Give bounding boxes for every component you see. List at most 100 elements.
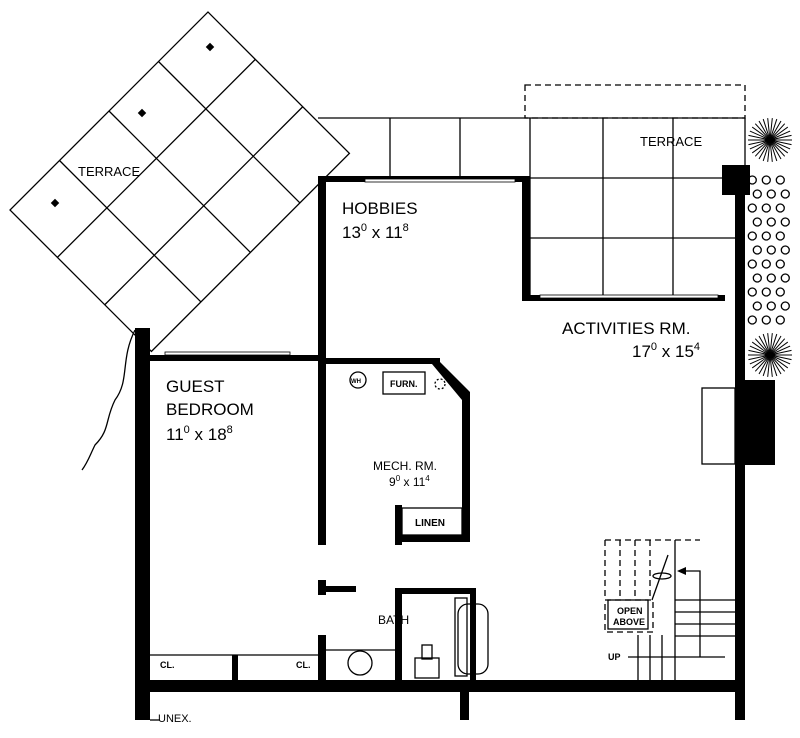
shrub-stroke	[748, 134, 771, 141]
hedge-leaf	[775, 259, 785, 269]
hedge-leaf	[761, 259, 771, 269]
shrub-stroke	[758, 335, 771, 356]
shrub-stroke	[762, 333, 771, 356]
shrubs	[747, 118, 792, 377]
hedge-leaf	[761, 203, 771, 213]
shrub-stroke	[769, 335, 782, 356]
terrace-right-label: TERRACE	[640, 134, 702, 149]
terrace-grid-line	[59, 160, 202, 303]
hedge-leaf	[766, 273, 776, 283]
terrace-grid-line	[108, 110, 251, 253]
hedge-leaf	[747, 287, 757, 297]
hedge-leaf	[780, 245, 790, 255]
linen-closet	[401, 507, 463, 536]
bathtub	[454, 597, 468, 677]
hedge-leaf	[775, 287, 785, 297]
shrub-stroke	[769, 354, 791, 365]
windows	[164, 178, 719, 356]
walls	[135, 165, 775, 720]
shrub-stroke	[769, 333, 778, 356]
shrub-stroke	[749, 354, 771, 365]
shrub-stroke	[758, 139, 771, 160]
water-heater	[349, 371, 367, 389]
shrub-stroke	[758, 120, 771, 141]
shrub-stroke	[751, 341, 771, 356]
hedge-leaf	[761, 287, 771, 297]
linen-label: LINEN	[415, 518, 445, 529]
terrace-grid-line	[158, 61, 301, 204]
fireplace-hearth	[701, 387, 736, 465]
shrub-stroke	[769, 338, 786, 356]
shrub-stroke	[767, 354, 771, 377]
hedge-leaf	[761, 231, 771, 241]
hedge-leaf	[747, 231, 757, 241]
hedge-leaf	[766, 301, 776, 311]
hedge-leaf	[775, 203, 785, 213]
hedge-leaf	[775, 175, 785, 185]
mech-label: MECH. RM.	[373, 459, 437, 473]
up-label: UP	[608, 652, 621, 662]
shrub-stroke	[769, 139, 782, 160]
shrub-stroke	[754, 123, 771, 141]
guest-label-2: BEDROOM	[166, 400, 254, 419]
shrub-stroke	[769, 118, 778, 141]
activities-dimensions: 170 x 154	[632, 341, 700, 361]
drain-icon	[434, 378, 446, 390]
hedge-leaf	[766, 245, 776, 255]
shrub-stroke	[767, 118, 771, 141]
hedge-leaf	[752, 273, 762, 283]
shrub-stroke	[769, 354, 773, 377]
shrub-stroke	[769, 333, 773, 356]
shrub-stroke	[758, 354, 771, 375]
shrub-stroke	[762, 139, 771, 162]
shrub-stroke	[769, 354, 792, 361]
shrub-stroke	[751, 126, 771, 141]
hedge-leaf	[780, 273, 790, 283]
terrace-grid-line	[104, 106, 304, 306]
hedge-leaf	[752, 301, 762, 311]
shrub-stroke	[748, 139, 771, 146]
hedge-leaf	[766, 189, 776, 199]
hobbies-dimensions: 130 x 118	[342, 222, 409, 242]
water-heater-label: WH	[351, 379, 361, 385]
shrub-stroke	[751, 139, 771, 154]
guest-label-1: GUEST	[166, 377, 225, 396]
hedge-leaf	[761, 315, 771, 325]
shrub-stroke	[769, 341, 789, 356]
hedge-leaf	[747, 203, 757, 213]
shrub-stroke	[769, 354, 778, 377]
shrub-stroke	[767, 333, 771, 356]
shrub-stroke	[769, 354, 782, 375]
stairs	[604, 539, 735, 680]
hedge-leaf	[752, 245, 762, 255]
shrub-stroke	[769, 139, 789, 154]
shrub-stroke	[749, 139, 771, 150]
shrub-stroke	[762, 354, 771, 377]
terrace-grid-line	[56, 58, 256, 258]
terrace-top	[318, 84, 746, 300]
hedge-leaf	[780, 301, 790, 311]
mech-dimensions: 90 x 114	[389, 474, 430, 489]
closet-right-label: CL.	[296, 660, 311, 670]
shrub-stroke	[754, 338, 771, 356]
hedge-leaf	[766, 217, 776, 227]
furnace-label: FURN.	[390, 379, 418, 389]
vine	[81, 329, 136, 471]
closet-left-label: CL.	[160, 660, 175, 670]
shrub-stroke	[751, 354, 771, 369]
shrub-stroke	[769, 120, 782, 141]
shrub-stroke	[767, 139, 771, 162]
shrub-stroke	[769, 139, 791, 150]
toilet	[414, 657, 440, 679]
shrub-stroke	[769, 139, 792, 146]
shrub-stroke	[769, 354, 786, 372]
guest-dimensions: 110 x 188	[166, 424, 233, 444]
shrub-stroke	[769, 354, 789, 369]
shrub-stroke	[769, 134, 792, 141]
furnace	[382, 371, 426, 395]
shrub-stroke	[749, 345, 771, 356]
open-above-label-1: OPEN	[617, 606, 643, 616]
hedge-leaf	[780, 217, 790, 227]
bathtub-inner	[457, 603, 489, 675]
